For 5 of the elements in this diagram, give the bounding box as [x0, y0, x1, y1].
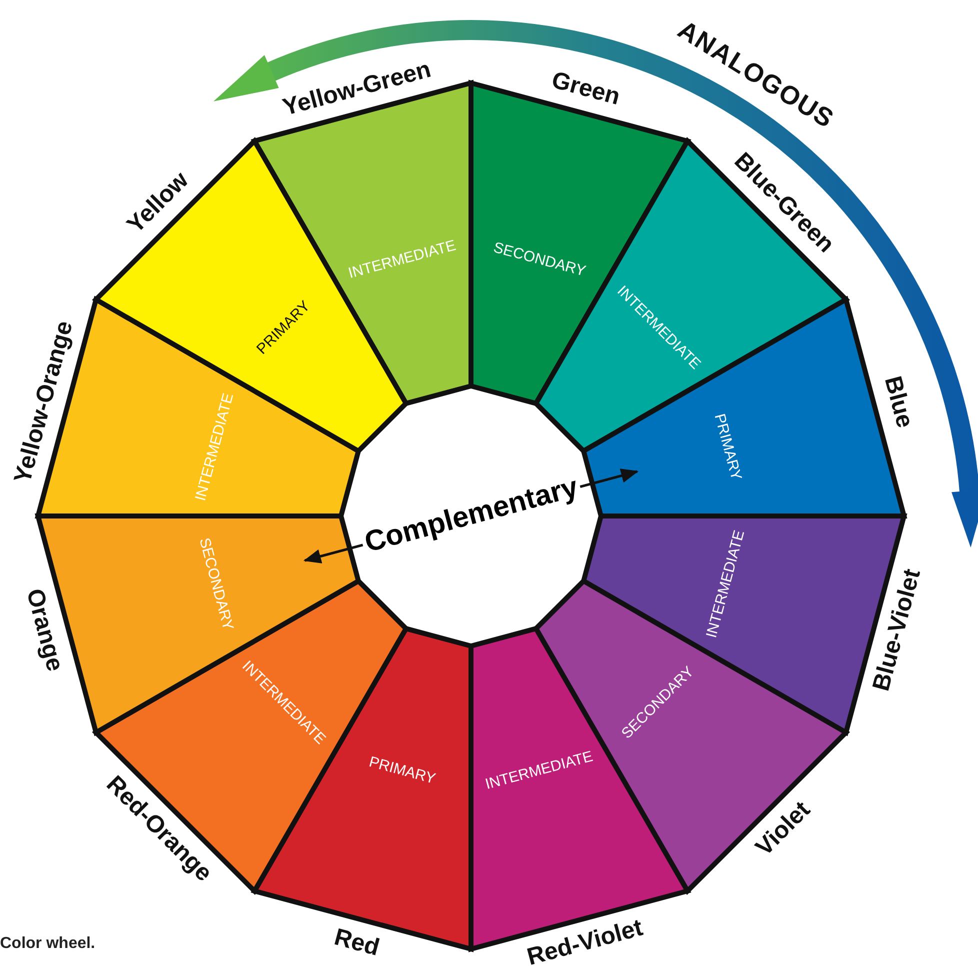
color-name: Blue [878, 373, 918, 430]
color-name: Orange [20, 586, 68, 675]
color-name: Green [548, 68, 622, 111]
color-name: Red [331, 924, 382, 962]
caption: Color wheel. [0, 935, 96, 953]
